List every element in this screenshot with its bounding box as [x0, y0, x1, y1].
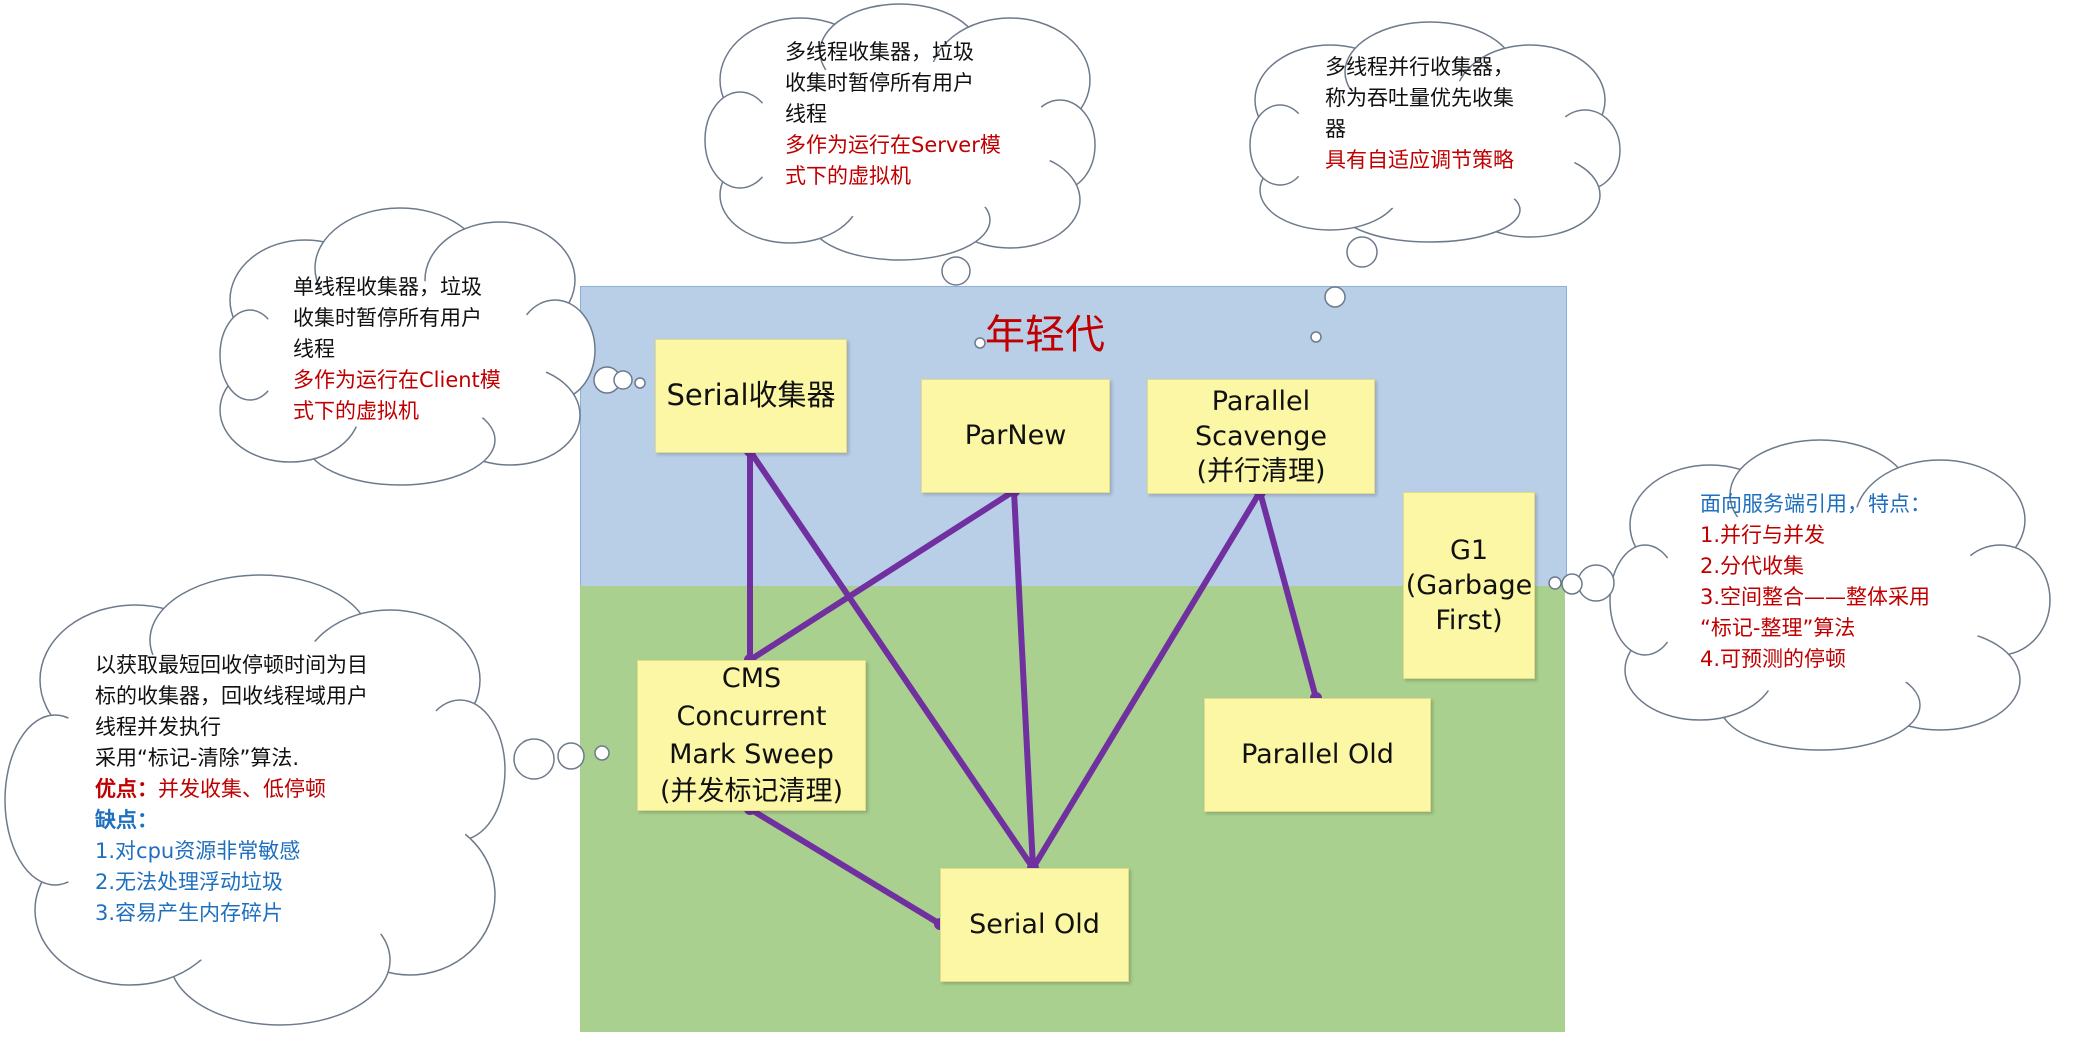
serial-callout-text: 单线程收集器，垃圾 收集时暂停所有用户 线程 多作为运行在Client模 式下的…	[293, 272, 501, 427]
cloud-parnew	[704, 3, 1096, 261]
callout-line: 线程	[293, 337, 335, 361]
serial-old-collector-label: Serial Old	[969, 909, 1100, 941]
callout-line: 器	[1325, 117, 1346, 141]
serial-collector-label: Serial收集器	[666, 378, 836, 413]
callout-line: 标的收集器，回收线程域用户	[95, 684, 368, 708]
cloud-cms	[4, 574, 506, 1026]
callout-line: 线程并发执行	[95, 715, 221, 739]
cloud-g1	[1609, 439, 2051, 751]
parallel-scavenge-collector-box: Parallel Scavenge (并行清理)	[1147, 379, 1375, 494]
young-generation-title: 年轻代	[985, 312, 1105, 358]
callout-line-highlight: “标记-整理”算法	[1700, 616, 1856, 640]
cms-cons-item: 3.容易产生内存碎片	[95, 901, 284, 925]
g1-collector-label: G1 (Garbage First)	[1405, 534, 1533, 637]
callout-line: 单线程收集器，垃圾	[293, 275, 482, 299]
cms-pros-label: 优点：	[95, 777, 158, 801]
callout-line-highlight: 1.并行与并发	[1700, 523, 1826, 547]
callout-line: 多线程收集器，垃圾	[785, 40, 974, 64]
cms-callout-text: 以获取最短回收停顿时间为目 标的收集器，回收线程域用户 线程并发执行 采用“标记…	[95, 650, 368, 929]
callout-line: 多线程并行收集器，	[1325, 55, 1514, 79]
g1-callout-text: 面向服务端引用，特点： 1.并行与并发 2.分代收集 3.空间整合——整体采用 …	[1700, 489, 1931, 675]
parnew-collector-label: ParNew	[964, 420, 1067, 452]
compatibility-connectors	[747, 448, 1319, 927]
cms-cons-item: 2.无法处理浮动垃圾	[95, 870, 284, 894]
callout-line: 称为吞吐量优先收集	[1325, 86, 1514, 110]
cms-collector-box: CMS Concurrent Mark Sweep (并发标记清理)	[637, 660, 866, 811]
serial-collector-box: Serial收集器	[655, 339, 847, 453]
parallel-old-collector-box: Parallel Old	[1204, 698, 1431, 812]
g1-collector-box: G1 (Garbage First)	[1403, 492, 1535, 679]
callout-line: 以获取最短回收停顿时间为目	[95, 653, 368, 677]
parallel-scavenge-callout-text: 多线程并行收集器， 称为吞吐量优先收集 器 具有自适应调节策略	[1325, 52, 1514, 176]
cms-collector-label: CMS Concurrent Mark Sweep (并发标记清理)	[659, 662, 844, 808]
callout-line: 收集时暂停所有用户	[785, 71, 974, 95]
callout-line-highlight: 多作为运行在Server模	[785, 133, 1001, 157]
callout-line: 采用“标记-清除”算法.	[95, 746, 300, 770]
callout-title: 面向服务端引用，特点：	[1700, 492, 1931, 516]
parnew-collector-box: ParNew	[921, 379, 1110, 493]
callout-line-highlight: 式下的虚拟机	[785, 164, 911, 188]
callout-line-highlight: 式下的虚拟机	[293, 399, 419, 423]
callout-line-highlight: 3.空间整合——整体采用	[1700, 585, 1931, 609]
callout-line-highlight: 多作为运行在Client模	[293, 368, 501, 392]
cms-pros-line: 优点：并发收集、低停顿	[95, 774, 368, 805]
callout-line-highlight: 4.可预测的停顿	[1700, 647, 1847, 671]
parallel-old-collector-label: Parallel Old	[1241, 739, 1394, 771]
cloud-parallel-scavenge	[1249, 21, 1621, 243]
serial-old-collector-box: Serial Old	[940, 868, 1129, 982]
callout-line-highlight: 2.分代收集	[1700, 554, 1805, 578]
parallel-scavenge-collector-label: Parallel Scavenge (并行清理)	[1195, 385, 1327, 488]
callout-line-highlight: 具有自适应调节策略	[1325, 148, 1514, 172]
cms-pros-text: 并发收集、低停顿	[158, 777, 326, 801]
callout-line: 线程	[785, 102, 827, 126]
cms-cons-label: 缺点：	[95, 808, 158, 832]
parnew-callout-text: 多线程收集器，垃圾 收集时暂停所有用户 线程 多作为运行在Server模 式下的…	[785, 37, 1001, 192]
cloud-serial	[219, 207, 596, 486]
callout-line: 收集时暂停所有用户	[293, 306, 482, 330]
cms-cons-item: 1.对cpu资源非常敏感	[95, 839, 301, 863]
